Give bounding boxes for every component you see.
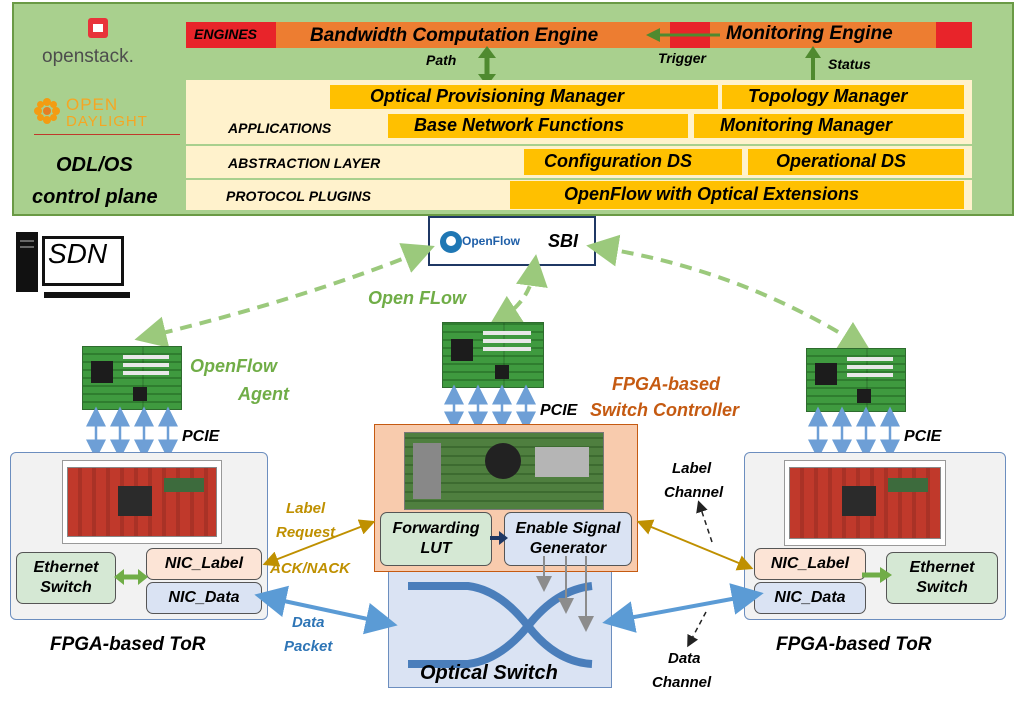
- configuration-ds-box: [524, 149, 742, 175]
- opendaylight-logo-icon: [34, 98, 60, 124]
- lut-to-generator-arrow-icon: [490, 531, 508, 545]
- nic-label-left: NIC_Label: [146, 548, 262, 580]
- nic-data-right: NIC_Data: [754, 582, 866, 614]
- control-plane-panel: openstack. OPEN DAYLIGHT ODL/OS control …: [12, 2, 1014, 216]
- data-channel-label-2: Channel: [652, 674, 712, 691]
- ack-nack-label: ACK/NACK: [270, 560, 350, 577]
- applications-label: APPLICATIONS: [228, 120, 332, 136]
- optical-provisioning-manager: Optical Provisioning Manager: [370, 86, 625, 106]
- sdn-label: SDN: [48, 238, 108, 269]
- operational-ds: Operational DS: [776, 151, 907, 171]
- nic-data-left: NIC_Data: [146, 582, 262, 614]
- openflow-logo-text: OpenFlow: [462, 234, 520, 248]
- data-packet-label-2: Packet: [284, 638, 333, 655]
- monitoring-manager-box: [694, 114, 964, 138]
- enable-signal-arrows: [536, 556, 594, 632]
- data-packet-label-1: Data: [292, 614, 325, 631]
- pcie-label-right: PCIE: [904, 428, 942, 445]
- openflow-optical-extensions-box: [510, 181, 964, 209]
- base-network-functions: Base Network Functions: [414, 115, 625, 135]
- openflow-agent-label-2: Agent: [238, 384, 289, 404]
- ethernet-nic-left-arrow-icon: [114, 569, 148, 585]
- label-channel-label-2: Channel: [664, 484, 724, 501]
- label-request-label-1: Label: [286, 500, 326, 517]
- sdn-computer-icon: [16, 232, 136, 298]
- optical-switch-label: Optical Switch: [420, 662, 558, 684]
- tor-right-label: FPGA-based ToR: [776, 634, 932, 655]
- opendaylight-label-bottom: DAYLIGHT: [66, 113, 148, 130]
- openstack-label: openstack.: [42, 46, 134, 67]
- trigger-arrow-icon: [646, 28, 720, 42]
- opendaylight-label-top: OPEN: [66, 95, 119, 114]
- engines-bar: [186, 22, 972, 48]
- engines-label: ENGINES: [194, 26, 258, 42]
- agent-board-left: [82, 346, 182, 410]
- monitoring-manager: Monitoring Manager: [720, 115, 892, 135]
- agent-board-right: [806, 348, 906, 412]
- base-network-functions-box: [388, 114, 688, 138]
- configuration-ds: Configuration DS: [544, 151, 692, 171]
- open-flow-label: Open FLow: [368, 288, 466, 308]
- agent-board-center: [442, 322, 544, 388]
- status-arrow-icon: [805, 46, 821, 84]
- abstraction-label: ABSTRACTION LAYER: [228, 155, 381, 171]
- openflow-optical-extensions: OpenFlow with Optical Extensions: [564, 184, 860, 204]
- trigger-label: Trigger: [658, 50, 706, 66]
- protocol-plugins-label: PROTOCOL PLUGINS: [226, 188, 371, 204]
- topology-manager-box: [722, 85, 964, 109]
- controller-board-image: [404, 432, 604, 510]
- control-plane-title-1: ODL/OS: [56, 154, 133, 176]
- pcie-label-left: PCIE: [182, 428, 220, 445]
- ethernet-nic-right-arrow-icon: [862, 567, 892, 583]
- optical-switch-cross-icon: [408, 582, 593, 668]
- label-request-label-2: Request: [276, 524, 336, 541]
- topology-manager: Topology Manager: [748, 86, 908, 106]
- operational-ds-box: [748, 149, 964, 175]
- openstack-logo-icon: [88, 18, 108, 38]
- control-plane-title-2: control plane: [32, 186, 158, 208]
- tor-left-board-frame: [62, 460, 222, 544]
- status-label: Status: [828, 56, 871, 72]
- fpga-switch-controller-label-1: FPGA-based: [612, 374, 721, 394]
- sbi-label: SBI: [548, 231, 579, 251]
- fpga-switch-controller-label-2: Switch Controller: [590, 400, 740, 420]
- openflow-agent-label-1: OpenFlow: [190, 356, 277, 376]
- tor-left-label: FPGA-based ToR: [50, 634, 206, 655]
- openflow-logo-icon: [440, 231, 462, 253]
- path-label: Path: [426, 52, 457, 68]
- label-channel-label-1: Label: [672, 460, 712, 477]
- pcie-label-center: PCIE: [540, 402, 578, 419]
- nic-label-right: NIC_Label: [754, 548, 866, 580]
- engines-tag: [186, 22, 276, 48]
- optical-provisioning-manager-box: [330, 85, 718, 109]
- bandwidth-computation-engine: Bandwidth Computation Engine: [310, 25, 599, 46]
- data-channel-label-1: Data: [668, 650, 701, 667]
- monitoring-engine: Monitoring Engine: [726, 23, 893, 44]
- tor-right-board-frame: [784, 460, 946, 546]
